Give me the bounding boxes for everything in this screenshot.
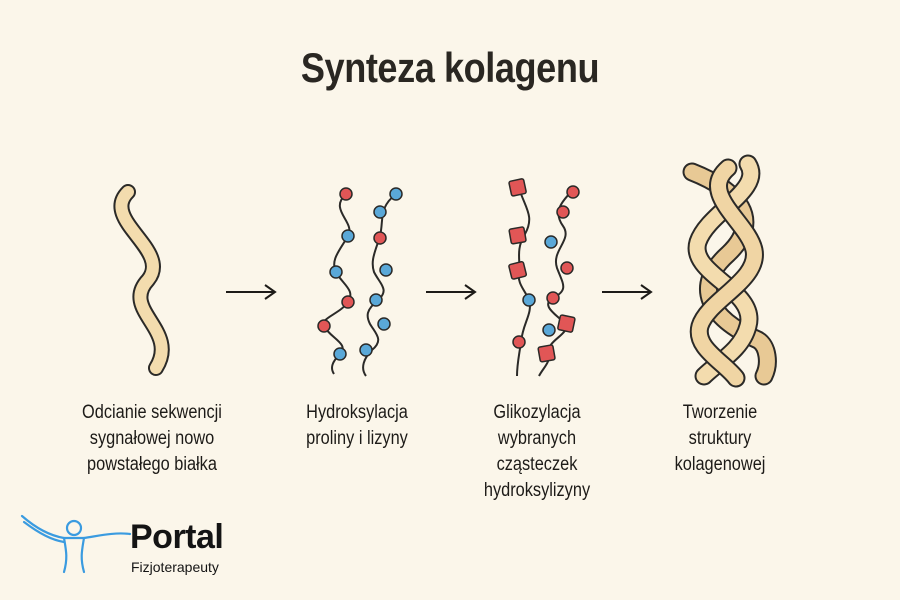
stage-collagen-structure: [682, 154, 777, 388]
portal-logo[interactable]: Portal Fizjoterapeuty: [18, 512, 258, 582]
step-caption-3: Glikozylacja wybranych cząsteczek hydrok…: [483, 402, 591, 501]
stage-signal-cleavage: [113, 184, 170, 376]
arrow-right-icon: [226, 284, 277, 300]
stage-hydroxylation: [317, 187, 403, 377]
logo-name: Portal: [130, 518, 224, 556]
step-caption-2: Hydroksylacja proliny i lizyny: [306, 402, 408, 449]
person-icon: [20, 514, 132, 574]
step-caption-4: Tworzenie struktury kolagenowej: [674, 402, 766, 475]
logo-subtitle: Fizjoterapeuty: [131, 559, 219, 575]
step-caption-1: Odcianie sekwencji sygnałowej nowo powst…: [82, 402, 222, 475]
page-title: Synteza kolagenu: [300, 44, 600, 91]
arrow-right-icon: [602, 284, 653, 300]
arrow-right-icon: [426, 284, 477, 300]
stage-glycosylation: [508, 178, 580, 377]
